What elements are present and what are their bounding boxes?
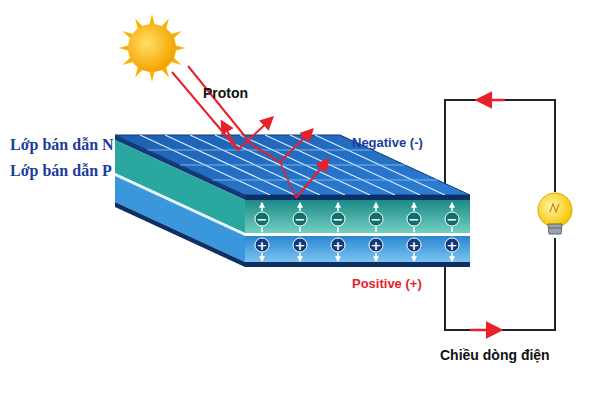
electron-circle [255, 212, 269, 226]
electron-arrow [261, 227, 263, 232]
grid-line [180, 165, 405, 166]
wire [445, 100, 555, 195]
terminal-label: Negative (-) [352, 136, 423, 150]
plus-sign: + [447, 238, 458, 251]
hole-circle [369, 238, 383, 252]
p-layer [245, 236, 470, 262]
panel-front [245, 195, 470, 267]
minus-sign: − [409, 212, 420, 225]
hole-arrow [299, 253, 301, 261]
terminal-label: Positive (+) [352, 277, 422, 291]
electron-arrow [413, 203, 415, 211]
hole-circle [331, 238, 345, 252]
electron-arrow [337, 203, 339, 211]
plus-sign: + [257, 238, 268, 251]
charges [255, 203, 459, 261]
hole-arrow [413, 253, 415, 261]
hole-circle [255, 238, 269, 252]
hole-circle [293, 238, 307, 252]
light-bulb [538, 193, 572, 234]
current-arrow [478, 99, 505, 102]
electron-arrow [375, 227, 377, 232]
minus-sign: − [295, 212, 306, 225]
electron-arrow [413, 227, 415, 232]
hole-arrow [337, 253, 339, 261]
sun-disc [128, 24, 176, 72]
electron-circle [369, 212, 383, 226]
electron-arrow [451, 227, 453, 232]
hole-circle [445, 238, 459, 252]
plus-sign: + [295, 238, 306, 251]
minus-sign: − [333, 212, 344, 225]
n-layer [245, 200, 470, 233]
electron-arrow [451, 203, 453, 211]
electron-arrow [261, 203, 263, 211]
current-label: Chiều dòng điện [440, 348, 550, 363]
electron-arrow [337, 227, 339, 232]
hole-arrow [451, 253, 453, 261]
panel-top [115, 135, 470, 195]
panel-grid [140, 135, 445, 195]
hole-arrow [375, 253, 377, 261]
grid-line [213, 180, 438, 181]
electron-circle [293, 212, 307, 226]
light-label: Proton [203, 86, 248, 101]
minus-sign: − [447, 212, 458, 225]
hole-arrow [261, 253, 263, 261]
layer-label: Lớp bán dẫn P [10, 162, 112, 180]
minus-sign: − [257, 212, 268, 225]
sun [118, 14, 186, 82]
plus-sign: + [371, 238, 382, 251]
light-rays [172, 66, 328, 198]
electron-arrow [375, 203, 377, 211]
plus-sign: + [409, 238, 420, 251]
hole-circle [407, 238, 421, 252]
electron-circle [445, 212, 459, 226]
current-arrow [470, 329, 500, 332]
electron-arrow [299, 203, 301, 211]
electron-circle [407, 212, 421, 226]
minus-sign: − [371, 212, 382, 225]
layer-label: Lớp bán dẫn N [10, 136, 114, 154]
electron-arrow [299, 227, 301, 232]
electron-circle [331, 212, 345, 226]
plus-sign: + [333, 238, 344, 251]
